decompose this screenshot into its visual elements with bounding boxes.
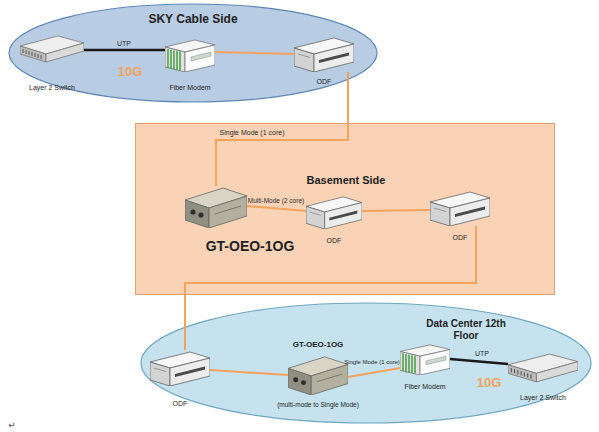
device-label: ODF: [453, 234, 468, 242]
fiber-link: [247, 206, 306, 211]
switch-node: Layer 2 Switch: [508, 352, 578, 384]
converter-node: GT-OEO-1OG(multi-mode to Single Mode): [288, 355, 348, 395]
odf-node: ODF: [150, 350, 210, 386]
device-label: ODF: [327, 237, 342, 245]
utp-link: [450, 359, 508, 364]
device-label: Fiber Modem: [169, 84, 210, 92]
device-label: (multi-mode to Single Mode): [277, 401, 359, 408]
zone-title: SKY Cable Side: [8, 13, 378, 27]
switch-node: Layer 2 Switch: [20, 34, 84, 64]
zone-box: Basement SideGT-OEO-1OGODFODF: [135, 123, 555, 295]
converter-node: GT-OEO-1OG: [185, 186, 247, 228]
modem-node: Fiber Modem: [165, 38, 215, 72]
fiber-link: [210, 370, 288, 375]
fiber-link: [362, 210, 430, 211]
fiber-link: [216, 72, 348, 186]
odf-node: ODF: [306, 195, 362, 229]
odf-node: ODF: [294, 36, 354, 72]
device-label: Fiber Modem: [404, 383, 445, 391]
odf-node: ODF: [430, 190, 490, 226]
utp-link: [84, 49, 165, 52]
zone-outline: [140, 302, 592, 424]
zone-ellipse: SKY Cable SideLayer 2 SwitchFiber ModemO…: [8, 3, 378, 103]
device-label: Layer 2 Switch: [520, 394, 566, 402]
device-label: ODF: [173, 400, 188, 408]
zone-ellipse: Data Center 12th FloorODFGT-OEO-1OG(mult…: [140, 302, 592, 424]
zone-title: Basement Side: [136, 174, 556, 187]
device-label: GT-OEO-1OG: [206, 238, 295, 254]
modem-node: Fiber Modem: [400, 343, 450, 375]
fiber-link: [185, 226, 476, 350]
zone-title: Data Center 12th Floor: [418, 318, 514, 341]
device-label: GT-OEO-1OG: [293, 340, 344, 349]
device-label: ODF: [317, 78, 332, 86]
fiber-link: [348, 368, 400, 377]
device-label: Layer 2 Switch: [29, 84, 75, 92]
return-mark: ↵: [8, 421, 16, 431]
fiber-link: [215, 52, 294, 54]
